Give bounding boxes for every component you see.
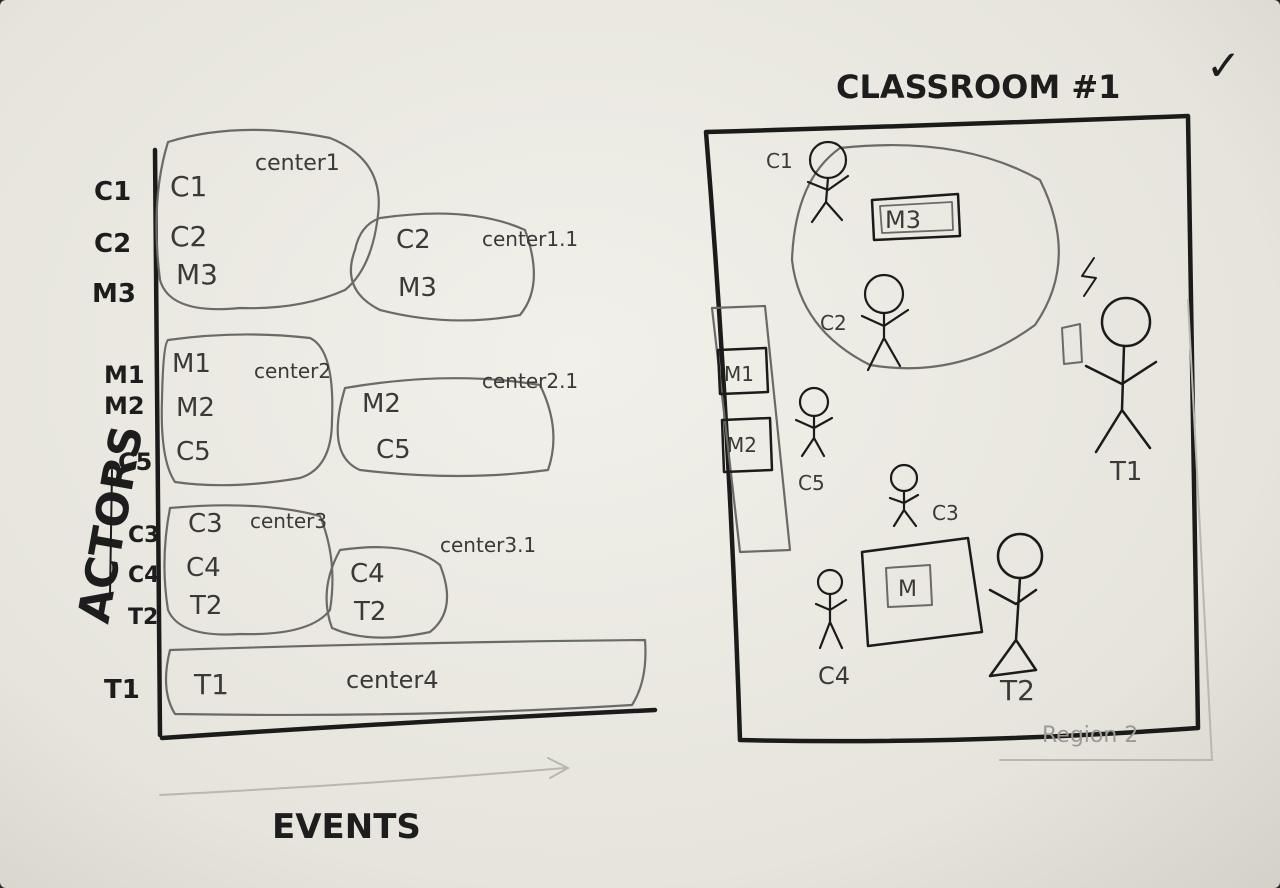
blob-item: T2: [189, 591, 222, 621]
figure-c4: C4: [814, 568, 850, 690]
classroom-diagram: CLASSROOM #1 ✓ M3 M1 M2 M: [703, 41, 1241, 761]
material-label: M2: [727, 433, 757, 457]
blob-center2-1: center2.1 M2 C5: [336, 369, 578, 478]
blob-center3-1: center3.1 C4 T2: [325, 533, 536, 639]
blob-item: C5: [176, 437, 211, 467]
blob-item: T1: [193, 668, 229, 701]
region-circle: [790, 144, 1060, 370]
figure-c5: C5: [794, 386, 834, 495]
actors-events-diagram: ACTORS EVENTS C1 C2 M3 M1 M2 C5 C3 C4 T2…: [69, 128, 658, 847]
row-label: C3: [128, 523, 159, 548]
blob-label: center1.1: [482, 227, 578, 251]
check-mark: ✓: [1206, 41, 1241, 90]
blob-item: T2: [353, 597, 386, 627]
blob-label: center3.1: [440, 533, 536, 557]
blob-item: C4: [186, 553, 221, 583]
figure-label: C4: [818, 662, 850, 690]
row-label: T2: [128, 605, 158, 630]
figure-c1: C1: [766, 140, 850, 224]
figure-t1: T1: [1061, 257, 1158, 487]
blob-center2: center2 M1 M2 C5: [160, 333, 334, 487]
blob-item: C5: [376, 435, 411, 465]
row-label: M2: [104, 392, 145, 420]
blob-item: C2: [396, 225, 431, 255]
shelf: [710, 304, 792, 554]
row-label: C1: [94, 177, 131, 207]
material-m2: M2: [720, 416, 774, 474]
blob-center3: center3 C3 C4 T2: [163, 504, 334, 636]
blob-item: M2: [176, 393, 215, 423]
figure-label: C3: [932, 501, 959, 525]
blob-center1-1: center1.1 C2 M3: [349, 212, 578, 322]
blob-item: M1: [172, 349, 211, 379]
blob-label: center4: [346, 666, 438, 694]
row-label: T1: [104, 675, 140, 705]
blob-item: C2: [170, 220, 207, 253]
x-axis: [159, 707, 658, 741]
classroom-frame: [703, 113, 1201, 744]
blob-item: M3: [176, 258, 218, 291]
blob-item: M3: [398, 273, 437, 303]
row-label: M1: [104, 361, 145, 389]
row-label: C4: [128, 563, 159, 588]
blob-label: center2.1: [482, 369, 578, 393]
blob-center4: center4 T1: [164, 638, 647, 717]
figure-t2: T2: [988, 532, 1044, 707]
figure-label: C2: [820, 311, 847, 335]
region-label: Region 2: [1042, 723, 1138, 748]
row-label: C5: [118, 448, 152, 476]
row-label: M3: [92, 279, 136, 309]
blob-label: center2: [254, 359, 331, 383]
material-m3: M3: [870, 192, 962, 242]
classroom-title: CLASSROOM #1: [836, 68, 1120, 106]
material-label: M: [898, 577, 917, 602]
row-label: C2: [94, 229, 131, 259]
blob-label: center3: [250, 509, 327, 533]
figure-c2: C2: [820, 273, 910, 372]
material-m1: M1: [716, 346, 770, 396]
blob-label: center1: [255, 151, 340, 176]
figure-label: T2: [999, 674, 1035, 707]
blob-item: C3: [188, 509, 223, 539]
figure-label: T1: [1109, 457, 1142, 487]
row-labels: C1 C2 M3 M1 M2 C5 C3 C4 T2 T1: [92, 177, 159, 705]
figure-c3: C3: [888, 463, 959, 528]
blob-item: C4: [350, 559, 385, 589]
figure-label: C5: [798, 471, 825, 495]
material-label: M3: [885, 206, 921, 234]
material-label: M1: [724, 362, 754, 386]
material-m-table: M: [860, 536, 984, 648]
blob-center1: center1 C1 C2 M3: [155, 128, 380, 311]
blob-item: M2: [362, 389, 401, 419]
axis-x-label: EVENTS: [272, 807, 421, 847]
blob-item: C1: [170, 170, 207, 203]
figure-label: C1: [766, 149, 793, 173]
